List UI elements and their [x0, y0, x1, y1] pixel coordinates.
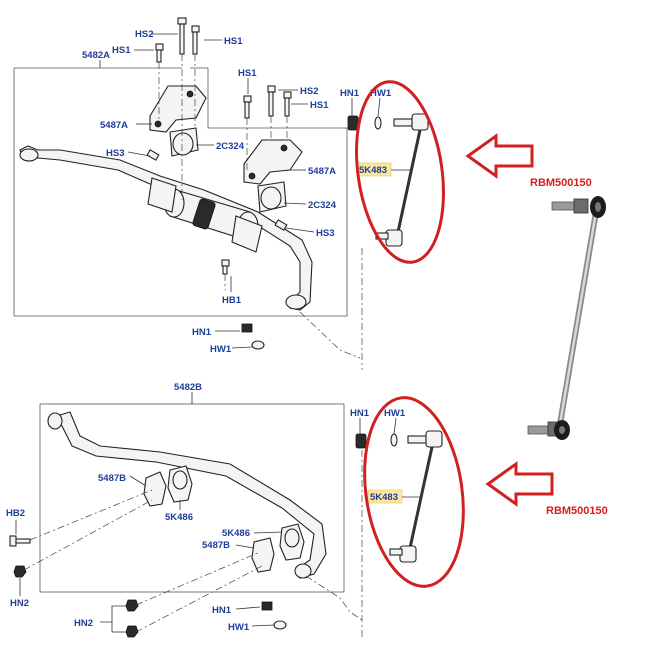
upper-right-bush: [257, 181, 287, 213]
label-hs3-left: HS3: [106, 148, 124, 159]
upper-bolts: [146, 17, 292, 350]
upper-right-bracket: [243, 139, 303, 185]
label-link-hw1-upper: HW1: [370, 88, 392, 99]
label-hw1: HW1: [210, 344, 232, 355]
label-5k483-lower: 5K483: [370, 492, 398, 503]
label-hn2-bottom: HN2: [74, 618, 93, 629]
group-label-5482a: 5482A: [82, 50, 110, 61]
label-5k486-right: 5K486: [222, 528, 250, 539]
label-hn1-lower: HN1: [212, 605, 232, 616]
label-5487a-right: 5487A: [308, 166, 336, 177]
label-hs2-mid: HS2: [300, 86, 318, 97]
label-5k486-left: 5K486: [165, 512, 193, 523]
lower-right-bush: [279, 523, 305, 561]
upper-frame: [13, 67, 348, 317]
highlight-ring-upper: [355, 80, 445, 264]
label-hb1: HB1: [222, 295, 242, 306]
stabilizer-link-photo: [527, 196, 606, 440]
arrow-lower: [485, 461, 554, 507]
group-label-5482b: 5482B: [174, 382, 202, 393]
label-hs2-top: HS2: [135, 29, 153, 40]
lower-left-bracket: [143, 471, 167, 507]
label-hn2-left: HN2: [10, 598, 29, 609]
lower-assembly: 5482B: [6, 382, 465, 640]
lower-right-bracket: [251, 537, 275, 573]
label-hs1-mid-right: HS1: [310, 100, 329, 111]
label-hw1-lower: HW1: [228, 622, 250, 633]
part-number-lower: RBM500150: [546, 505, 608, 517]
upper-assembly: 5482A: [13, 17, 445, 370]
part-highlight-lower: [367, 489, 403, 504]
label-5k483-upper: 5K483: [359, 165, 387, 176]
lower-left-bush: [167, 465, 193, 503]
arrow-upper: [465, 133, 534, 179]
label-hs3-right: HS3: [316, 228, 334, 239]
label-5487a-left: 5487A: [100, 120, 128, 131]
lower-stabilizer-link: [355, 417, 443, 563]
label-hs1-mid: HS1: [238, 68, 257, 79]
label-link-hn1-upper: HN1: [340, 88, 360, 99]
label-link-hw1-lower: HW1: [384, 408, 406, 419]
label-5487b-left: 5487B: [98, 473, 126, 484]
label-2c324-bottom: 2C324: [308, 200, 337, 211]
label-hb2: HB2: [6, 508, 25, 519]
lower-stabilizer-bar: [47, 411, 327, 579]
upper-left-bracket: [149, 85, 207, 133]
label-2c324-top: 2C324: [216, 141, 245, 152]
part-number-upper: RBM500150: [530, 177, 592, 189]
upper-stabilizer-bar: [19, 145, 313, 311]
label-hs1-top-right: HS1: [224, 36, 243, 47]
label-link-hn1-lower: HN1: [350, 408, 370, 419]
lower-bolts: [9, 535, 287, 638]
label-hs1-top-left: HS1: [112, 45, 131, 56]
label-5487b-right: 5487B: [202, 540, 230, 551]
upper-left-bush: [169, 127, 199, 157]
upper-damper: [147, 177, 263, 253]
label-hn1: HN1: [192, 327, 212, 338]
upper-stabilizer-link: [347, 97, 429, 247]
highlight-ring-lower: [363, 396, 465, 588]
lower-frame: [39, 403, 345, 593]
